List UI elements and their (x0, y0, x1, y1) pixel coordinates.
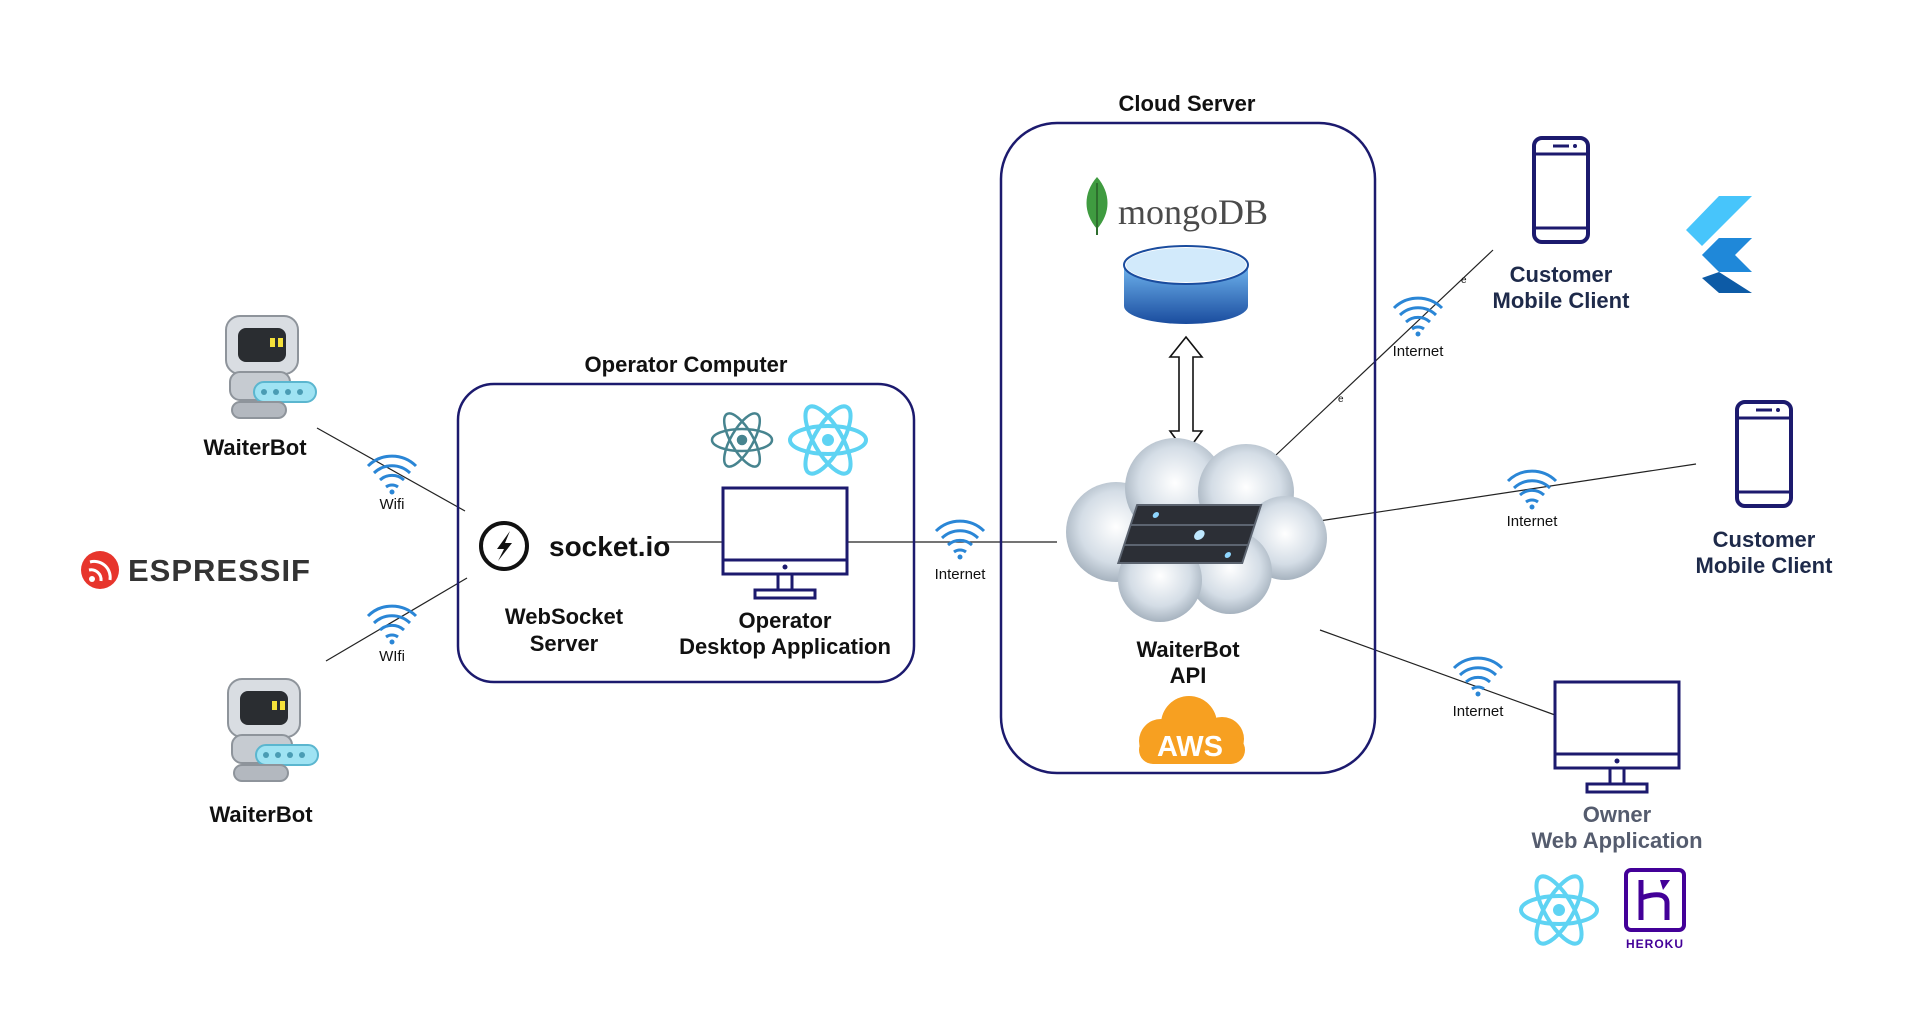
operator-computer-group (456, 382, 916, 684)
heroku-text: HEROKU (1626, 937, 1684, 951)
aws-text: AWS (1157, 731, 1223, 763)
db-api-arrow (1168, 335, 1204, 455)
link-robot-top (316, 427, 466, 512)
heroku-logo (1624, 868, 1686, 932)
socketio-icon (479, 521, 529, 571)
mongodb-leaf-icon (1086, 177, 1108, 235)
websocket-label-line2: Server (530, 631, 599, 656)
cloud-server-group (999, 121, 1377, 775)
connections (316, 249, 1697, 716)
edge-mark-1: e (1338, 394, 1344, 405)
internet-owner-label: Internet (1453, 703, 1505, 720)
phone-icon (1532, 136, 1590, 244)
websocket-label-line1: WebSocket (505, 604, 624, 629)
api-label-line2: API (1170, 663, 1207, 688)
cloud-server-label: Cloud Server (1119, 91, 1256, 116)
operator-label-line2: Desktop Application (679, 634, 891, 659)
wifi-icon (1452, 656, 1504, 698)
robot-top-label: WaiterBot (203, 435, 307, 460)
mobile2-label-line1: Customer (1713, 527, 1816, 552)
espressif-logo (81, 551, 119, 589)
wifi-top-label: Wifi (380, 496, 405, 513)
flutter-logo (1686, 196, 1752, 293)
operator-computer-label: Operator Computer (585, 352, 788, 377)
link-robot-bottom (325, 577, 468, 662)
wifi-icon (366, 604, 418, 646)
phone-icon (1735, 400, 1793, 508)
robot-icon (225, 315, 317, 419)
monitor-icon (721, 486, 849, 600)
mobile2-label-line2: Mobile Client (1696, 553, 1834, 578)
electron-icon (710, 412, 774, 468)
socketio-text: socket.io (549, 531, 670, 562)
server-cloud-icon (1066, 438, 1327, 622)
operator-label-line1: Operator (739, 608, 832, 633)
owner-label-line1: Owner (1583, 802, 1652, 827)
mobile1-label-line1: Customer (1510, 262, 1613, 287)
link-api-mobile2 (1318, 463, 1697, 522)
wifi-icon (934, 519, 986, 561)
edge-mark-2: e (1461, 275, 1467, 286)
wifi-icon (1392, 296, 1444, 338)
wifi-bottom-label: WIfi (379, 648, 405, 665)
monitor-icon (1553, 680, 1681, 794)
aws-logo (1139, 696, 1245, 764)
wifi-icon (366, 454, 418, 496)
wifi-icon (1506, 469, 1558, 511)
mongodb-text: mongoDB (1118, 192, 1268, 232)
link-api-mobile1 (1275, 249, 1494, 456)
mobile1-label-line2: Mobile Client (1493, 288, 1631, 313)
internet-mobile2-label: Internet (1507, 513, 1559, 530)
espressif-text: ESPRESSIF (128, 553, 311, 588)
robot-icon (227, 678, 319, 782)
robot-bottom-label: WaiterBot (209, 802, 313, 827)
owner-label-line2: Web Application (1531, 828, 1702, 853)
react-icon (788, 398, 868, 482)
api-label-line1: WaiterBot (1136, 637, 1240, 662)
internet-mobile1-label: Internet (1393, 343, 1445, 360)
database-icon (1123, 245, 1249, 324)
link-api-owner (1319, 629, 1556, 716)
react-icon (1519, 868, 1599, 952)
internet-operator-label: Internet (935, 566, 987, 583)
